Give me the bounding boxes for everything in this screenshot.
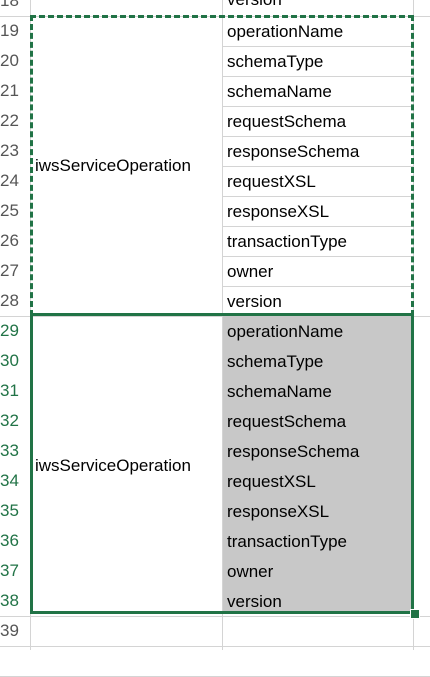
cell-requestschema[interactable]: requestSchema <box>227 112 347 131</box>
cell-schematype[interactable]: schemaType <box>227 52 324 71</box>
row-gridline <box>222 46 413 47</box>
row-number[interactable]: 23 <box>0 141 19 160</box>
cell-schematype[interactable]: schemaType <box>227 352 324 371</box>
fill-handle[interactable] <box>410 609 420 619</box>
cell-owner[interactable]: owner <box>227 562 274 581</box>
cell-operationname[interactable]: operationName <box>227 22 344 41</box>
row-gridline <box>0 646 430 647</box>
row-gridline <box>222 76 413 77</box>
row-number[interactable]: 24 <box>0 171 19 190</box>
row-gridline <box>222 166 413 167</box>
column-gridline <box>222 0 223 650</box>
row-number[interactable]: 26 <box>0 231 19 250</box>
cell-requestschema[interactable]: requestSchema <box>227 412 347 431</box>
row-gridline <box>0 316 430 317</box>
row-number[interactable]: 30 <box>0 351 19 370</box>
row-number[interactable]: 27 <box>0 261 19 280</box>
selected-range-fill <box>223 316 413 612</box>
cell-transactiontype[interactable]: transactionType <box>227 532 348 551</box>
row-number[interactable]: 39 <box>0 621 19 640</box>
row-gridline <box>222 286 413 287</box>
row-number[interactable]: 32 <box>0 411 19 430</box>
cell-responseschema[interactable]: responseSchema <box>227 442 360 461</box>
row-number[interactable]: 35 <box>0 501 19 520</box>
cell-schemaname[interactable]: schemaName <box>227 82 332 101</box>
row-number[interactable]: 21 <box>0 81 19 100</box>
row-number[interactable]: 37 <box>0 561 19 580</box>
cell-responsexsl[interactable]: responseXSL <box>227 202 330 221</box>
cell-version[interactable]: version <box>227 592 282 611</box>
cell-operationname[interactable]: operationName <box>227 322 344 341</box>
row-gridline <box>0 616 430 617</box>
row-number[interactable]: 25 <box>0 201 19 220</box>
row-number[interactable]: 20 <box>0 51 19 70</box>
row-gridline <box>222 106 413 107</box>
row-number[interactable]: 31 <box>0 381 19 400</box>
cell-responsexsl[interactable]: responseXSL <box>227 502 330 521</box>
merged-cell-label: iwsServiceOperation <box>35 156 191 175</box>
row-number[interactable]: 33 <box>0 441 19 460</box>
merged-cell-service-operation-1[interactable]: iwsServiceOperation <box>31 16 222 316</box>
cell-requestxsl[interactable]: requestXSL <box>227 472 316 491</box>
row-number[interactable]: 28 <box>0 291 19 310</box>
row-number[interactable]: 22 <box>0 111 19 130</box>
row-number[interactable]: 38 <box>0 591 19 610</box>
cell-schemaname[interactable]: schemaName <box>227 382 332 401</box>
row-number[interactable]: 29 <box>0 321 19 340</box>
cell-version[interactable]: version <box>227 292 282 311</box>
row-gridline <box>222 196 413 197</box>
row-number[interactable]: 19 <box>0 21 19 40</box>
merged-cell-service-operation-2[interactable]: iwsServiceOperation <box>31 316 222 616</box>
row-gridline <box>222 256 413 257</box>
row-number[interactable]: 34 <box>0 471 19 490</box>
cell-requestxsl[interactable]: requestXSL <box>227 172 316 191</box>
row-gridline <box>222 226 413 227</box>
merged-cell-label: iwsServiceOperation <box>35 456 191 475</box>
row-gridline <box>222 136 413 137</box>
cell-owner[interactable]: owner <box>227 262 274 281</box>
row-number[interactable]: 18 <box>0 0 19 10</box>
row-headers: 18 19 20 21 22 23 24 25 26 27 28 29 30 31 32 33 34 35 36 37… <box>0 0 30 650</box>
cell-responseschema[interactable]: responseSchema <box>227 142 360 161</box>
cell-transactiontype[interactable]: transactionType <box>227 232 348 251</box>
row-number[interactable]: 36 <box>0 531 19 550</box>
column-gridline <box>413 0 414 650</box>
cell-version-partial[interactable]: version <box>223 0 413 15</box>
